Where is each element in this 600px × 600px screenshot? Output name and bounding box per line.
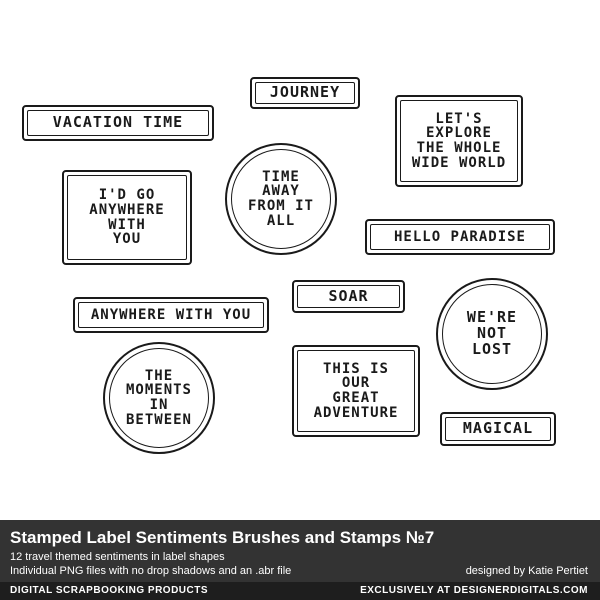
store-tag: EXCLUSIVELY AT DESIGNERDIGITALS.COM [360, 585, 588, 596]
stamp-the-moments: THE MOMENTS IN BETWEEN [103, 342, 215, 454]
stamp-anywhere-with-you: ANYWHERE WITH YOU [73, 297, 269, 333]
stamp-were-not-lost: WE'RE NOT LOST [436, 278, 548, 390]
stamp-this-is-our-great-adventure: THIS IS OUR GREAT ADVENTURE [292, 345, 420, 437]
stamp-text: MAGICAL [462, 419, 534, 438]
stamp-soar: SOAR [292, 280, 405, 313]
stamp-text: ANYWHERE WITH YOU [90, 306, 252, 323]
product-info-banner: Stamped Label Sentiments Brushes and Sta… [0, 520, 600, 600]
category-tag: DIGITAL SCRAPBOOKING PRODUCTS [10, 585, 209, 596]
product-preview: JOURNEY VACATION TIME LET'S EXPLORE THE … [22, 77, 556, 454]
product-description-1: 12 travel themed sentiments in label sha… [10, 551, 225, 563]
stamp-vacation-time: VACATION TIME [22, 105, 214, 141]
stamp-lets-explore: LET'S EXPLORE THE WHOLE WIDE WORLD [395, 95, 523, 187]
stamp-text: LET'S EXPLORE THE WHOLE WIDE WORLD [411, 110, 507, 171]
product-description-2: Individual PNG files with no drop shadow… [10, 565, 292, 577]
product-title: Stamped Label Sentiments Brushes and Sta… [10, 528, 435, 547]
stamp-text: SOAR [328, 286, 369, 305]
stamp-text: WE'RE NOT LOST [466, 308, 518, 358]
stamp-magical: MAGICAL [440, 412, 556, 446]
banner-bottom-strip [0, 582, 600, 600]
stamp-journey: JOURNEY [250, 77, 360, 109]
stamp-text: JOURNEY [269, 83, 341, 102]
stamp-text: VACATION TIME [52, 113, 184, 132]
stamp-id-go-anywhere: I'D GO ANYWHERE WITH YOU [62, 170, 192, 265]
stamp-time-away: TIME AWAY FROM IT ALL [225, 143, 337, 255]
stamp-text: TIME AWAY FROM IT ALL [247, 168, 314, 229]
stamp-text: HELLO PARADISE [393, 228, 526, 245]
designer-credit: designed by Katie Pertiet [465, 565, 588, 577]
stamp-text: I'D GO ANYWHERE WITH YOU [89, 187, 165, 248]
stamp-hello-paradise: HELLO PARADISE [365, 219, 555, 255]
stamp-text: THE MOMENTS IN BETWEEN [125, 367, 192, 428]
stamp-text: THIS IS OUR GREAT ADVENTURE [313, 360, 399, 421]
